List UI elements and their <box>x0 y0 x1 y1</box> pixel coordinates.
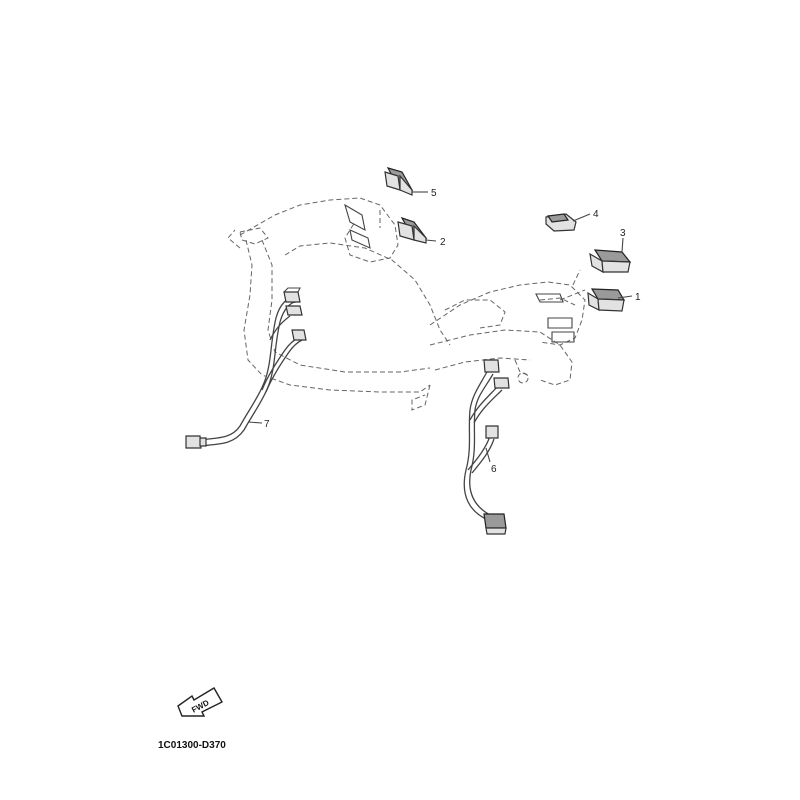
part-6-wire-harness <box>463 359 510 535</box>
fwd-arrow-icon: FWD <box>177 687 223 717</box>
part-3-relay <box>589 237 632 274</box>
callout-4: 4 <box>593 209 599 220</box>
part-5-relay <box>384 167 428 196</box>
callout-1: 1 <box>635 292 641 303</box>
diagram-code: 1C01300-D370 <box>158 740 226 751</box>
callout-7: 7 <box>264 419 270 430</box>
callout-labels: 1 2 3 4 5 6 7 <box>264 188 641 475</box>
callout-6: 6 <box>491 464 497 475</box>
callout-3: 3 <box>620 228 626 239</box>
mounting-plates <box>344 203 575 343</box>
callout-5: 5 <box>431 188 437 199</box>
part-1-relay <box>587 288 633 312</box>
part-2-relay <box>397 216 437 244</box>
callout-2: 2 <box>440 237 446 248</box>
part-4-connector <box>545 213 591 232</box>
part-7-wire-harness <box>185 287 307 449</box>
